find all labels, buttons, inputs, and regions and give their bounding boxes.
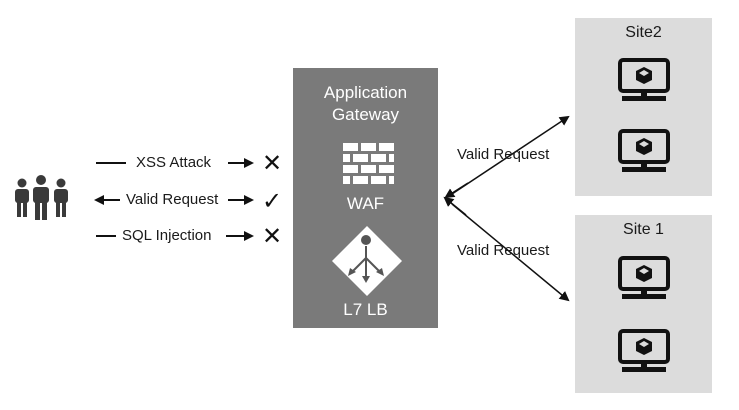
route-label-site2: Valid Request bbox=[457, 146, 550, 163]
site1-title: Site 1 bbox=[623, 221, 664, 238]
cross-icon: ✕ bbox=[262, 149, 283, 177]
server-monitor-icon bbox=[618, 256, 670, 299]
gateway-title: Application Gateway bbox=[293, 82, 438, 126]
route-arrow-site1-back bbox=[443, 196, 467, 216]
gateway-title-line2: Gateway bbox=[331, 105, 400, 124]
route-label-site1: Valid Request bbox=[457, 242, 550, 259]
l7-lb-label: L7 LB bbox=[343, 300, 388, 319]
route-arrow-site2-back bbox=[444, 182, 469, 199]
load-balancer-icon bbox=[332, 226, 402, 296]
gateway-title-line1: Application bbox=[323, 83, 408, 102]
route-arrow-site2 bbox=[451, 115, 570, 195]
site2-title: Site2 bbox=[625, 24, 662, 41]
users-icon bbox=[15, 175, 68, 220]
waf-label: WAF bbox=[346, 194, 385, 213]
server-monitor-icon bbox=[618, 58, 670, 101]
sql-injection-label: SQL Injection bbox=[122, 227, 212, 244]
valid-request-label: Valid Request bbox=[126, 191, 219, 208]
firewall-icon bbox=[343, 143, 394, 184]
xss-attack-label: XSS Attack bbox=[136, 154, 212, 171]
server-monitor-icon bbox=[618, 129, 670, 172]
cross-icon: ✕ bbox=[262, 222, 283, 250]
server-monitor-icon bbox=[618, 329, 670, 372]
check-icon: ✓ bbox=[262, 187, 283, 215]
route-arrow-site1 bbox=[451, 203, 570, 302]
